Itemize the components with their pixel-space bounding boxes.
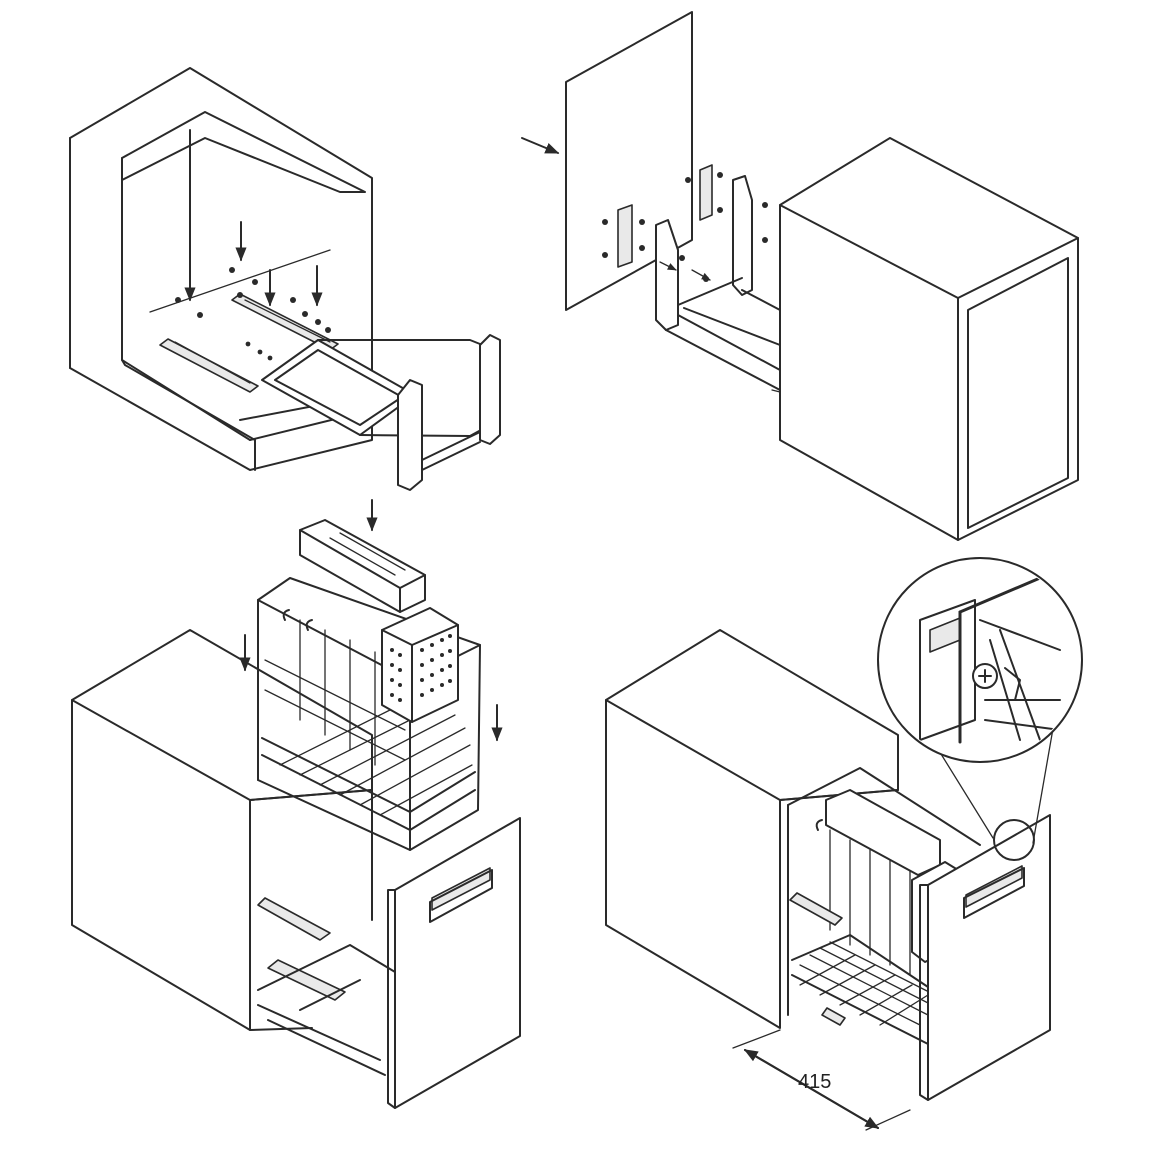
step-2-panel-bracket-left xyxy=(617,204,633,268)
step-4-completed: 415 xyxy=(605,557,1083,1131)
step-1-frame-base xyxy=(261,339,416,436)
step-1-left-runner xyxy=(159,338,259,393)
step-2-closed-cabinet xyxy=(779,137,1079,541)
step-2-front-panel-attachment xyxy=(521,11,1079,541)
step-4-dimension-label: 415 xyxy=(798,1071,831,1093)
step-2-panel-arrow xyxy=(521,137,560,154)
step-2-screws xyxy=(602,172,768,282)
step-2-panel-bracket-right xyxy=(699,164,713,221)
step-1-screws xyxy=(175,267,331,361)
step-1-frame-upright-back xyxy=(479,334,501,445)
step-3-runner-upper xyxy=(257,897,331,941)
step-3-runner-lower xyxy=(267,959,346,1001)
step-2-cabinet-door-panel xyxy=(967,257,1069,529)
step-1-cabinet-top-edge xyxy=(121,111,366,193)
step-4-detail-callout xyxy=(877,557,1083,763)
step-2-frame-upright-right xyxy=(732,175,753,296)
step-1-frame-upright-front xyxy=(397,379,423,491)
step-3-drawer-front xyxy=(394,817,521,1109)
step-4-runner xyxy=(789,892,843,926)
step-1-runner-installation xyxy=(69,67,501,491)
step-4-drawer-front xyxy=(927,814,1051,1101)
step-2-frame-upright-left xyxy=(655,219,679,331)
step-3-cup-perforations xyxy=(390,634,452,702)
step-3-basket-insertion xyxy=(71,499,521,1109)
step-3-cabinet-body xyxy=(71,629,373,1031)
